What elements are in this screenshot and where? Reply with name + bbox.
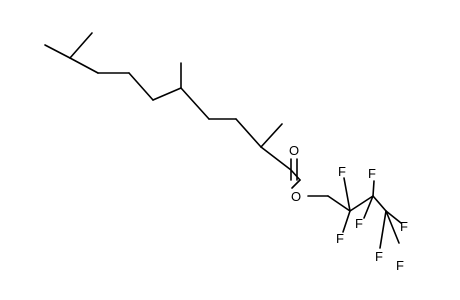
bond — [69, 57, 99, 74]
bond — [372, 180, 375, 197]
fluorine-label: F — [338, 164, 346, 179]
bond — [363, 195, 374, 219]
fluorine-label: F — [368, 166, 376, 181]
fluorine-label: F — [375, 249, 383, 264]
bond — [260, 146, 292, 171]
bond — [44, 44, 71, 59]
ester-oxygen-label: O — [291, 189, 301, 204]
bond — [128, 72, 154, 101]
bond — [327, 195, 351, 212]
fluorine-label: F — [400, 219, 408, 234]
bond — [69, 32, 93, 59]
bond — [290, 169, 301, 181]
atom-labels: O O F F F F F F F — [289, 143, 408, 273]
fluorine-label: F — [396, 258, 404, 273]
bond — [349, 195, 374, 212]
bond — [343, 177, 351, 212]
carbon-chain — [44, 32, 402, 249]
bond — [372, 195, 387, 212]
fluorine-label: F — [355, 216, 363, 231]
bond — [379, 210, 387, 249]
carbonyl-oxygen-label: O — [289, 143, 299, 158]
fluorine-label: F — [336, 231, 344, 246]
bond — [235, 118, 262, 148]
bond — [152, 87, 182, 101]
bond — [385, 210, 402, 224]
bond — [260, 123, 283, 148]
bond — [385, 210, 400, 244]
bond — [342, 210, 351, 233]
bond — [180, 87, 210, 120]
bond — [291, 179, 301, 189]
